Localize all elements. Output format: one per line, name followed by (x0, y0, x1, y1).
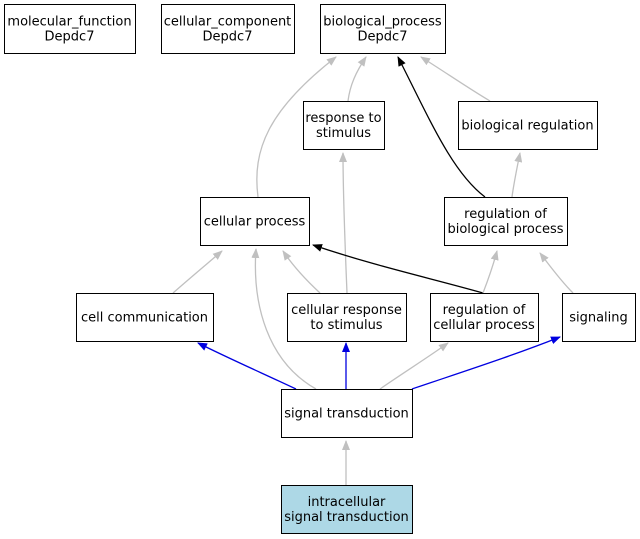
node-box (4, 4, 136, 54)
edge-rcp-cp-arrow (312, 244, 484, 294)
node-box (444, 197, 568, 246)
node-label-line: biological_process (323, 15, 442, 30)
node-box (161, 4, 295, 54)
node-cp: cellular process (200, 197, 310, 246)
edge-rbp-breg-arrow (511, 152, 523, 198)
node-box (200, 197, 310, 246)
node-label-line: biological process (447, 222, 563, 237)
node-box (320, 4, 446, 54)
node-label-line: cellular process (433, 318, 535, 333)
node-label-line: molecular_function (7, 15, 131, 30)
edge-rcp-rbp-arrow (482, 250, 499, 294)
edge-cp-bp-arrow (256, 56, 337, 198)
node-label-line: cell communication (81, 311, 208, 326)
node-sig: signaling (562, 293, 636, 342)
node-label-line: Depdc7 (203, 30, 253, 45)
node-label-line: stimulus (316, 126, 371, 141)
node-label-line: cellular response (291, 303, 402, 318)
node-box (281, 389, 413, 438)
node-label-line: signal transduction (284, 510, 409, 525)
edge-crs-cp-arrow (282, 250, 321, 294)
node-breg: biological regulation (458, 101, 598, 150)
node-label-line: response to (305, 111, 381, 126)
node-box (562, 293, 636, 342)
node-box (458, 101, 598, 150)
node-label-line: cellular process (204, 215, 306, 230)
edge-st-sig-arrow (411, 336, 561, 390)
node-label-line: regulation of (443, 303, 526, 318)
node-label-line: to stimulus (310, 318, 382, 333)
node-box (287, 293, 407, 342)
node-label-line: Depdc7 (358, 30, 408, 45)
node-st: signal transduction (281, 389, 413, 438)
edge-rbp-bp-arrow (397, 56, 486, 198)
node-label-line: cellular_component (164, 15, 292, 30)
node-box (430, 293, 539, 342)
node-label-line: signaling (569, 311, 628, 326)
node-label-line: regulation of (464, 207, 547, 222)
node-label-line: Depdc7 (45, 30, 95, 45)
edge-st-rcp-arrow (379, 342, 449, 390)
node-cc2: cell communication (76, 293, 214, 342)
node-label-line: signal transduction (284, 407, 409, 422)
edge-sig-rbp-arrow (539, 252, 574, 294)
edge-rts-bp-arrow (347, 56, 367, 102)
node-box (303, 101, 385, 150)
edges-layer (172, 56, 574, 485)
edge-cc2-cp-arrow (172, 250, 223, 294)
node-label-line: intracellular (308, 495, 386, 510)
edge-st-cc2-arrow (197, 342, 297, 390)
edge-st-cp-arrow (251, 248, 317, 390)
nodes-layer: molecular_functionDepdc7cellular_compone… (4, 4, 636, 534)
node-label-line: biological regulation (461, 119, 593, 134)
node-box (76, 293, 214, 342)
node-box (281, 485, 413, 534)
edge-breg-bp-arrow (420, 56, 491, 102)
edge-crs-rts-arrow (339, 152, 348, 294)
